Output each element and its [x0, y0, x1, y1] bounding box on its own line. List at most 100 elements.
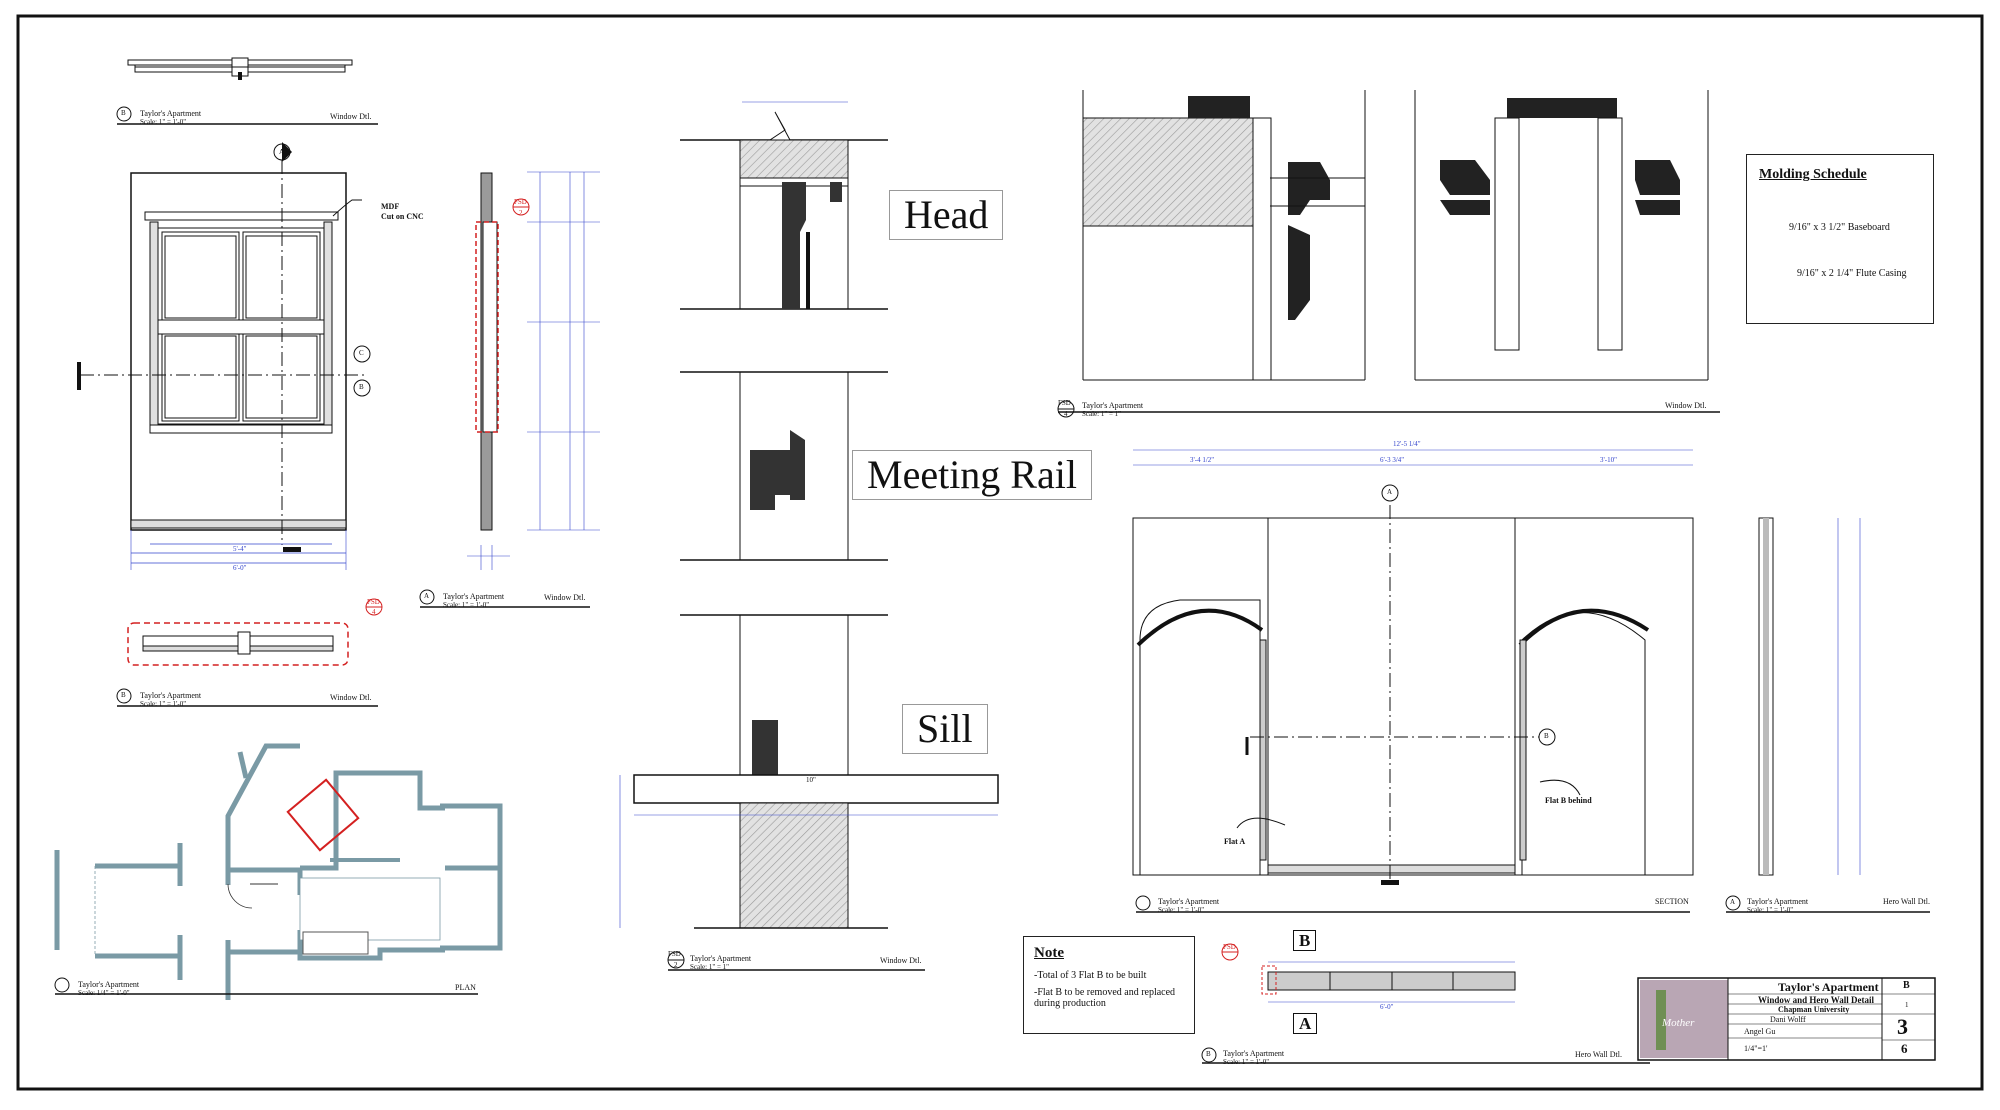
- dim-sill: 10": [806, 776, 816, 784]
- mdf-callout: MDF: [381, 202, 400, 211]
- view-type-plan: PLAN: [455, 983, 476, 992]
- view-num-fsd4: 4: [1064, 410, 1068, 418]
- flat-a-callout: Flat A: [1224, 837, 1246, 846]
- molding-schedule-box: Molding Schedule 9/16" x 3 1/2" Baseboar…: [1746, 154, 1934, 324]
- floor-plan-details: [94, 778, 441, 956]
- note-line-1: -Total of 3 Flat B to be built: [1034, 970, 1147, 981]
- dim-hero-right: 3'-10": [1600, 456, 1617, 464]
- dim-total: 6'-0": [233, 564, 247, 572]
- view-type-section: SECTION: [1655, 897, 1689, 906]
- view-scale-fsd4: Scale: 1" = 1": [1082, 410, 1122, 418]
- view-type-fsd4: Window Dtl.: [1665, 401, 1707, 410]
- view-marker-fsd4: FSD: [1058, 399, 1071, 407]
- sheet-border: [16, 14, 1984, 1091]
- view-label-fsd4: [1057, 400, 1720, 418]
- dim-inner: 5'-4": [233, 545, 247, 553]
- title-block-grid: [1637, 977, 1936, 1061]
- view-scale-a-side: Scale: 1" = 1'-0": [443, 601, 490, 609]
- dim-hero-total: 12'-5 1/4": [1393, 440, 1421, 448]
- view-title-hero-b: Taylor's Apartment: [1223, 1049, 1285, 1058]
- view-title-plan: Taylor's Apartment: [78, 980, 140, 989]
- view-marker-hero-a: A: [1730, 898, 1736, 906]
- floor-plan: [54, 743, 503, 1000]
- head-label: Head: [889, 190, 1004, 240]
- window-section-detail: [619, 101, 999, 929]
- dim-hero-left: 3'-4 1/2": [1190, 456, 1215, 464]
- hero-marker-a: A: [1387, 488, 1393, 496]
- sill-label: Sill: [902, 704, 988, 754]
- tb-designer: Dani Wolff: [1770, 1015, 1806, 1024]
- view-title-hero-a: Taylor's Apartment: [1747, 897, 1809, 906]
- tb-project: Taylor's Apartment: [1778, 980, 1879, 994]
- fsd-marker-2: FSD: [514, 198, 527, 206]
- dim-hero-mid: 6'-3 3/4": [1380, 456, 1405, 464]
- view-num-fsd2: 2: [674, 961, 678, 969]
- view-scale-plan: Scale: 1/4" = 1'-0": [78, 989, 130, 997]
- view-title-b-bottom: Taylor's Apartment: [140, 691, 202, 700]
- fsd-marker-4: FSD: [367, 598, 380, 606]
- molding-item-casing: 9/16" x 2 1/4" Flute Casing: [1797, 268, 1907, 279]
- note-title: Note: [1034, 945, 1064, 961]
- view-marker-b-top: B: [121, 109, 126, 117]
- note-line-2: -Flat B to be removed and replaced durin…: [1034, 987, 1176, 1009]
- tb-sheet: 3: [1897, 1014, 1908, 1039]
- view-scale-section: Scale: 1" = 1'-0": [1158, 906, 1205, 914]
- view-type-fsd2: Window Dtl.: [880, 956, 922, 965]
- view-title-section: Taylor's Apartment: [1158, 897, 1220, 906]
- tb-scale: 1/4"=1': [1744, 1044, 1768, 1053]
- window-elevation: [77, 142, 371, 570]
- view-label-b-top: [116, 106, 378, 125]
- flat-b-behind-callout: Flat B behind: [1545, 796, 1592, 805]
- view-type-hero-a: Hero Wall Dtl.: [1883, 897, 1930, 906]
- hero-wall-elevation: [1132, 449, 1694, 885]
- view-label-a-side: [419, 589, 590, 608]
- view-type-hero-b: Hero Wall Dtl.: [1575, 1050, 1622, 1059]
- cnc-callout: Cut on CNC: [381, 212, 424, 221]
- view-label-section: [1135, 895, 1690, 913]
- view-label-fsd2: [667, 951, 925, 971]
- molding-detail-fsd4: [1082, 90, 1709, 381]
- view-label-hero-b: [1201, 1047, 1650, 1064]
- view-title-fsd4: Taylor's Apartment: [1082, 401, 1144, 410]
- view-label-hero-a: [1725, 895, 1930, 913]
- tb-drawing: Window and Hero Wall Detail: [1758, 995, 1875, 1005]
- view-label-b-bottom: [116, 688, 378, 707]
- view-type-b-bottom: Window Dtl.: [330, 693, 372, 702]
- flat-b-plan: [1221, 943, 1516, 1003]
- window-top-view-b-bottom: [127, 598, 383, 666]
- view-marker-a-side: A: [424, 592, 430, 600]
- tb-rev: B: [1903, 980, 1910, 991]
- section-marker-c: C: [359, 349, 364, 357]
- molding-item-baseboard: 9/16" x 3 1/2" Baseboard: [1789, 222, 1890, 233]
- view-scale-hero-b: Scale: 1" = 1'-0": [1223, 1058, 1270, 1066]
- section-marker-b: B: [359, 383, 364, 391]
- view-title-fsd2: Taylor's Apartment: [690, 954, 752, 963]
- view-scale-hero-a: Scale: 1" = 1'-0": [1747, 906, 1794, 914]
- dim-flat: 6'-0": [1380, 1003, 1394, 1011]
- view-scale-b-bottom: Scale: 1" = 1'-0": [140, 700, 187, 708]
- view-type-b-top: Window Dtl.: [330, 112, 372, 121]
- tb-of: 6: [1901, 1041, 1908, 1056]
- flat-label-a: A: [1293, 1013, 1318, 1034]
- view-marker-hero-b: B: [1206, 1050, 1211, 1058]
- note-box: Note -Total of 3 Flat B to be built -Fla…: [1023, 936, 1195, 1034]
- view-title-b-top: Taylor's Apartment: [140, 109, 202, 118]
- view-type-a-side: Window Dtl.: [544, 593, 586, 602]
- window-top-view-b: [127, 57, 353, 80]
- flat-label-b: B: [1293, 930, 1317, 951]
- fsd-num-2: 2: [519, 209, 523, 217]
- tb-drafter: Angel Gu: [1744, 1027, 1776, 1036]
- view-marker-fsd2: FSD: [668, 950, 681, 958]
- fsd-num-4: 4: [372, 608, 376, 616]
- fsd-marker-flat: FSD: [1223, 943, 1236, 951]
- view-label-plan: [54, 977, 478, 995]
- section-marker-a: A: [279, 148, 285, 156]
- view-scale-fsd2: Scale: 1" = 1": [690, 963, 730, 971]
- view-title-a-side: Taylor's Apartment: [443, 592, 505, 601]
- hero-marker-b: B: [1544, 732, 1549, 740]
- tb-school: Chapman University: [1778, 1005, 1850, 1014]
- tb-set: 1: [1905, 1001, 1909, 1009]
- hero-wall-side: [1758, 517, 1861, 876]
